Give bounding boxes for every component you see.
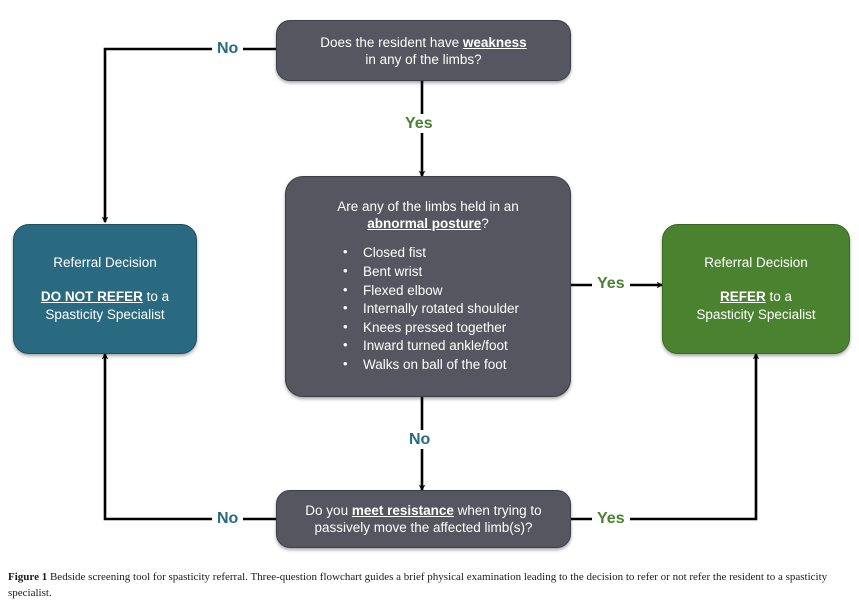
- do-not-refer-emphasis: DO NOT REFER: [40, 289, 143, 304]
- abnormal-posture-list: Closed fist Bent wrist Flexed elbow Inte…: [337, 243, 519, 375]
- question-box-abnormal-posture[interactable]: Are any of the limbs held in an abnormal…: [285, 176, 571, 397]
- q3-text-before: Do you: [305, 503, 352, 518]
- edge-q3-no: [101, 352, 276, 521]
- question-box-meet-resistance[interactable]: Do you meet resistance when trying to pa…: [276, 490, 571, 548]
- list-item: Flexed elbow: [337, 281, 519, 301]
- list-item: Internally rotated shoulder: [337, 299, 519, 319]
- q3-text-after: when trying to: [453, 503, 542, 518]
- q2-line2-after: ?: [481, 216, 489, 232]
- edge-label-q3-yes: Yes: [592, 509, 630, 528]
- refer-text: REFER to a Spasticity Specialist: [688, 288, 823, 324]
- do-not-refer-line2: Spasticity Specialist: [45, 307, 165, 322]
- q3-line2: passively move the affected limb(s)?: [314, 520, 533, 535]
- do-not-refer-after: to a: [142, 289, 170, 304]
- figure-label: Figure 1: [8, 571, 48, 583]
- list-item: Walks on ball of the foot: [337, 355, 519, 375]
- q2-emphasis: abnormal posture: [367, 216, 482, 232]
- q2-line1: Are any of the limbs held in an: [337, 199, 519, 215]
- q1-emphasis: weakness: [462, 34, 527, 50]
- edge-q3-yes: [571, 352, 760, 521]
- do-not-refer-heading: Referral Decision: [53, 255, 157, 270]
- list-item: Closed fist: [337, 243, 519, 263]
- question-1-text: Does the resident have weakness in any o…: [306, 34, 540, 68]
- edge-label-q1-yes: Yes: [400, 114, 438, 133]
- edge-label-q2-yes: Yes: [592, 274, 630, 293]
- edge-label-q2-no: No: [404, 430, 436, 449]
- q1-line2: in any of the limbs?: [365, 51, 482, 67]
- question-box-weakness[interactable]: Does the resident have weakness in any o…: [276, 20, 571, 81]
- q1-text-before: Does the resident have: [320, 34, 463, 50]
- edge-label-q1-no: No: [212, 39, 244, 58]
- q3-emphasis: meet resistance: [351, 503, 454, 518]
- edge-q1-no: [101, 47, 276, 224]
- edge-label-q3-no: No: [212, 509, 244, 528]
- decision-box-do-not-refer[interactable]: Referral Decision DO NOT REFER to a Spas…: [13, 224, 197, 354]
- decision-box-refer[interactable]: Referral Decision REFER to a Spasticity …: [662, 224, 850, 354]
- do-not-refer-text: DO NOT REFER to a Spasticity Specialist: [33, 288, 177, 324]
- figure-caption-text: Bedside screening tool for spasticity re…: [8, 571, 828, 599]
- refer-emphasis: REFER: [719, 289, 766, 304]
- question-3-text: Do you meet resistance when trying to pa…: [291, 502, 555, 536]
- refer-heading: Referral Decision: [704, 255, 808, 270]
- list-item: Bent wrist: [337, 262, 519, 282]
- refer-after: to a: [765, 289, 793, 304]
- refer-line2: Spasticity Specialist: [696, 307, 816, 322]
- list-item: Knees pressed together: [337, 318, 519, 338]
- question-2-text: Are any of the limbs held in an abnormal…: [323, 198, 533, 232]
- figure-caption: Figure 1 Bedside screening tool for spas…: [8, 570, 851, 601]
- list-item: Inward turned ankle/foot: [337, 336, 519, 356]
